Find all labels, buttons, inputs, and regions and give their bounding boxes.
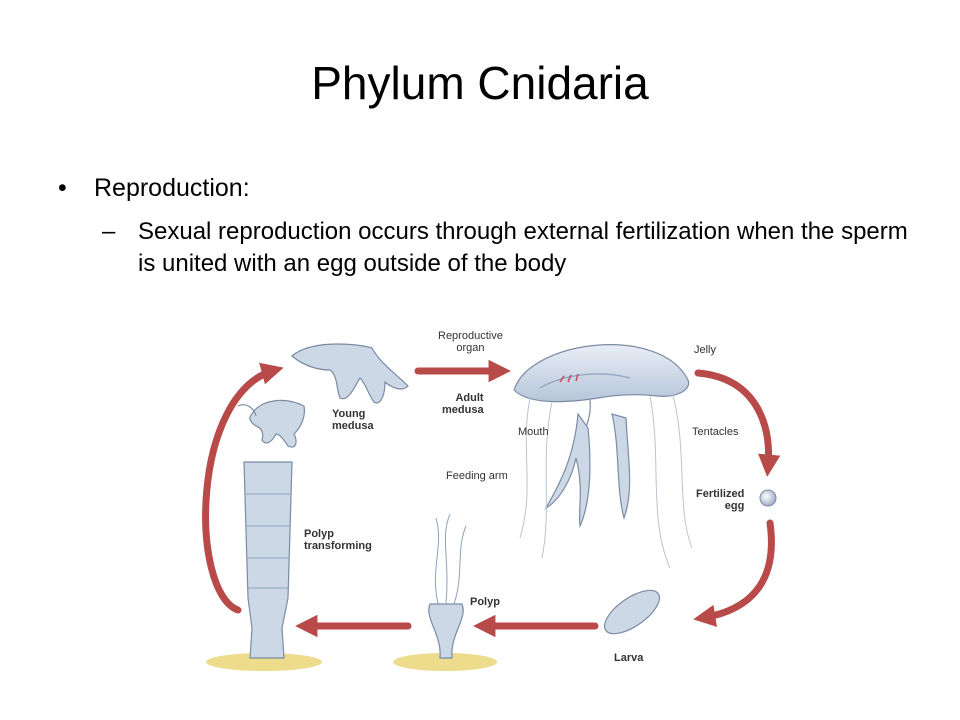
label-larva: Larva	[614, 652, 643, 664]
slide-title: Phylum Cnidaria	[311, 57, 649, 109]
label-tentacles: Tentacles	[692, 426, 738, 438]
young-medusa-illustration	[237, 343, 409, 448]
bullet-text: Reproduction:	[94, 174, 250, 202]
label-larva-text: Larva	[614, 652, 644, 664]
label-polyp-text: Polyp	[470, 596, 500, 608]
cycle-arrows	[202, 359, 781, 638]
label-tentacles-text: Tentacles	[692, 426, 739, 438]
label-polyp-transforming-text: Polyp transforming	[304, 528, 372, 552]
label-adult-medusa: Adult medusa	[442, 392, 484, 416]
life-cycle-illustration	[202, 343, 781, 671]
label-polyp: Polyp	[470, 596, 500, 608]
label-polyp-transforming: Polyp transforming	[304, 528, 372, 552]
label-reproductive-organ-text: Reproductive organ	[438, 330, 503, 354]
label-jelly-text: Jelly	[694, 344, 717, 356]
cnidarian-life-cycle-diagram: Young medusa Reproductive organ Jelly Ad…	[180, 318, 800, 698]
larva-illustration	[603, 589, 661, 635]
polyp-illustration	[393, 513, 497, 671]
bullet-list: • Reproduction: – Sexual reproduction oc…	[58, 172, 918, 280]
label-fertilized-egg-text: Fertilized egg	[696, 488, 745, 512]
arrow-fertilized-egg-to-larva	[693, 519, 775, 627]
label-mouth: Mouth	[518, 426, 549, 438]
polyp-transforming-illustration	[206, 461, 322, 671]
arrow-polyp-transforming-to-young-medusa	[202, 362, 284, 614]
label-mouth-text: Mouth	[518, 426, 549, 438]
label-jelly: Jelly	[694, 344, 716, 356]
sub-bullet-dash: –	[102, 218, 116, 245]
label-young-medusa: Young medusa	[332, 408, 374, 432]
bullet-dot: •	[58, 174, 67, 202]
fertilized-egg-illustration	[759, 489, 777, 507]
label-fertilized-egg: Fertilized egg	[696, 488, 744, 512]
label-feeding-arm-text: Feeding arm	[446, 470, 508, 482]
label-young-medusa-text: Young medusa	[332, 408, 374, 432]
sub-bullet-sexual-reproduction: – Sexual reproduction occurs through ext…	[58, 216, 918, 280]
sub-bullet-text: Sexual reproduction occurs through exter…	[138, 218, 908, 277]
bullet-reproduction: • Reproduction:	[58, 172, 918, 204]
arrow-adult-medusa-to-fertilized-egg	[694, 369, 781, 477]
adult-medusa-illustration	[513, 344, 693, 569]
label-reproductive-organ: Reproductive organ	[438, 330, 503, 354]
label-adult-medusa-text: Adult medusa	[442, 392, 484, 416]
label-feeding-arm: Feeding arm	[446, 470, 508, 482]
